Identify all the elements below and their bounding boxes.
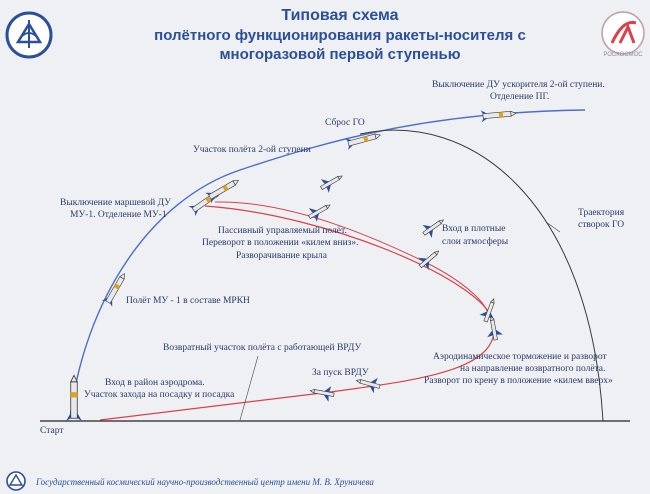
label-start: Старт (40, 426, 64, 436)
label-fairing-trajectory-2: створок ГО (578, 220, 625, 230)
label-return-vrdu: Возвратный участок полёта с работающей В… (163, 343, 362, 353)
label-airfield-2: Участок захода на посадку и посадка (84, 390, 235, 400)
label-fairing-trajectory-1: Траектория (578, 208, 625, 218)
label-passive-2: Переворот в положении «килем вниз». (202, 238, 359, 248)
return-trajectory-2 (214, 201, 489, 319)
label-passive-3: Разворачивание крыла (236, 251, 327, 261)
label-passive-1: Пассивный управляемый полёт. (218, 226, 347, 236)
start-rocket-icon (65, 374, 83, 422)
roscosmos-logo-icon (601, 11, 645, 55)
label-mkrn-flight: Полёт МУ - 1 в составе МРКН (126, 296, 250, 306)
footer-text: Государственный космический научно-произ… (36, 477, 374, 487)
label-mu-shutdown-1: Выключение маршевой ДУ (60, 198, 171, 208)
label-aero-2: на направление возвратного полёта. (460, 364, 606, 374)
label-dense-2: слои атмосферы (442, 237, 509, 247)
label-aero-1: Аэродинамическое торможение и разворот (433, 352, 607, 362)
plane-aero-1-icon (477, 295, 502, 325)
leader-line-fairing (545, 221, 561, 233)
label-stage2-flight: Участок полёта 2-ой ступени (193, 145, 311, 155)
rocket-payload-icon (480, 106, 517, 123)
ascent-trajectory (69, 109, 586, 419)
title-line-3: многоразовой первой ступенью (219, 46, 461, 63)
plane-passive-1-icon (316, 168, 347, 196)
khrunichev-logo-icon (5, 11, 53, 59)
label-airfield-1: Вход в район аэродрома. (105, 378, 205, 388)
leader-line-return (239, 355, 259, 421)
title-line-2: полётного функционирования ракеты-носите… (154, 27, 526, 44)
label-vrdu-start: За пуск ВРДУ (312, 368, 369, 378)
roscosmos-logo-text: РОСКОСМОС (603, 52, 643, 58)
label-fairing-drop: Сброс ГО (325, 118, 365, 128)
label-mu-shutdown-2: МУ-1. Отделение МУ-1 (70, 210, 167, 220)
title-line-1: Типовая схема (281, 7, 399, 24)
plane-passive-2-icon (304, 197, 335, 225)
footer-logo-icon (6, 471, 26, 491)
label-dense-1: Вход в плотные (442, 224, 506, 234)
fairing-trajectory (359, 129, 604, 422)
label-booster-shutdown: Выключение ДУ ускорителя 2-ой ступени. (432, 80, 605, 90)
label-aero-3: Разворот по крену в положение «килем вве… (424, 376, 613, 386)
plane-vrdu-2-icon (308, 382, 336, 404)
label-payload-separation: Отделение ПГ. (490, 92, 550, 102)
return-trajectory (99, 205, 495, 421)
page-title: Типовая схема полётного функционирования… (130, 6, 550, 64)
